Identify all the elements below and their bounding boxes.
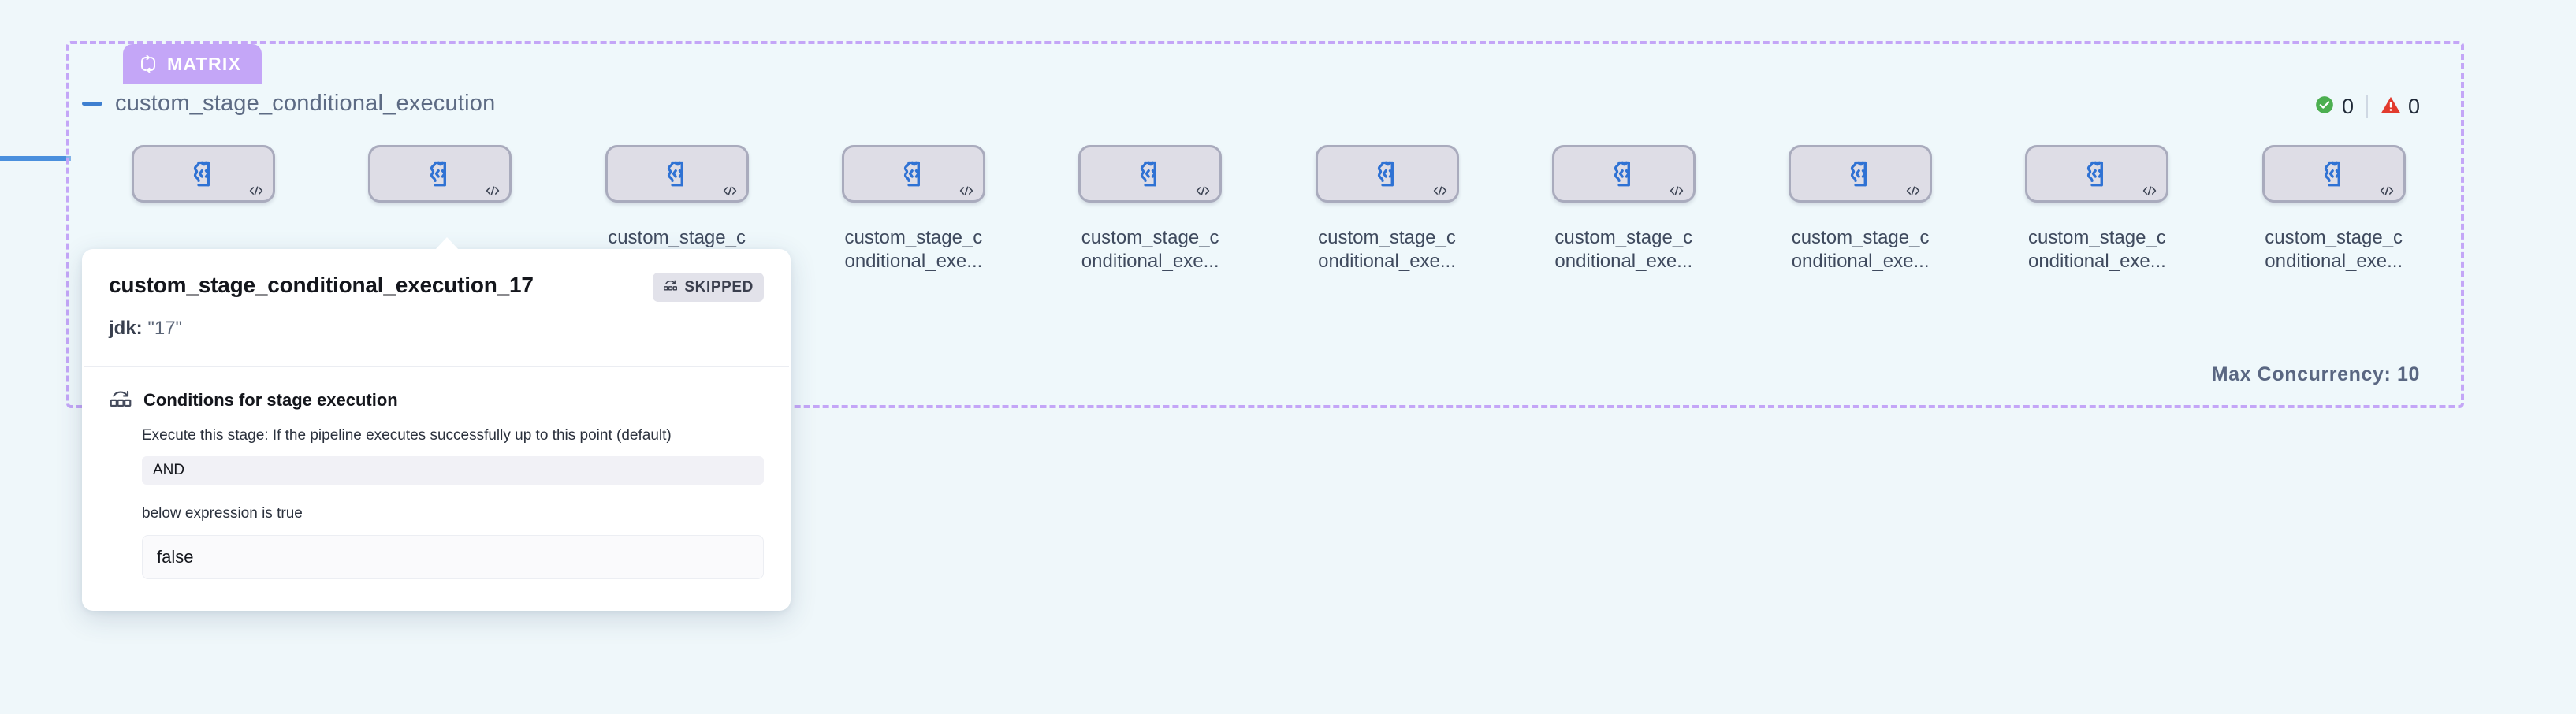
code-step-icon <box>423 158 456 191</box>
status-badge: SKIPPED <box>653 273 764 302</box>
skip-hop-icon <box>663 278 678 296</box>
success-counter[interactable]: 0 <box>2314 95 2354 119</box>
matrix-group-header: custom_stage_conditional_execution <box>69 85 2461 121</box>
minus-collapse-icon <box>82 101 102 106</box>
node-label-line1: custom_stage_c <box>2265 227 2403 248</box>
node-card[interactable] <box>368 145 512 203</box>
node-label-line1: custom_stage_c <box>844 227 983 248</box>
node-label-line2: onditional_exe... <box>2027 251 2166 272</box>
node-card[interactable] <box>605 145 749 203</box>
matrix-node-2: custom_stage_conditional_exe... <box>368 145 512 273</box>
node-card[interactable] <box>1315 145 1459 203</box>
node-card[interactable] <box>841 145 985 203</box>
node-label: custom_stage_c onditional_exe... <box>1789 226 1932 273</box>
code-brackets-icon <box>1432 185 1448 196</box>
code-brackets-icon <box>722 185 738 196</box>
node-label: custom_stage_c onditional_exe... <box>1078 226 1222 273</box>
warning-count: 0 <box>2407 94 2420 118</box>
popover-conditions-section: Conditions for stage execution Execute t… <box>82 367 791 611</box>
code-step-icon <box>187 158 220 191</box>
code-step-icon <box>661 158 694 191</box>
matrix-badge-label: MATRIX <box>167 53 242 74</box>
popover-divider <box>84 366 789 367</box>
success-count: 0 <box>2341 94 2354 118</box>
code-step-icon <box>897 158 930 191</box>
max-concurrency-label: Max Concurrency: 10 <box>2211 363 2420 385</box>
popover-parameter: jdk: "17" <box>109 318 764 340</box>
matrix-node-9: custom_stage_c onditional_exe... <box>2025 145 2169 273</box>
matrix-node-10: custom_stage_c onditional_exe... <box>2261 145 2406 273</box>
node-card[interactable] <box>2025 145 2169 203</box>
status-badge-label: SKIPPED <box>684 278 754 296</box>
node-label: custom_stage_c onditional_exe... <box>2025 226 2168 273</box>
code-brackets-icon <box>2142 185 2157 196</box>
node-label: custom_stage_c onditional_exe... <box>842 226 985 273</box>
node-label-line1: custom_stage_c <box>2028 227 2166 248</box>
code-brackets-icon <box>959 185 974 196</box>
code-step-icon <box>1371 158 1404 191</box>
stage-details-popover: custom_stage_conditional_execution_17 SK… <box>82 237 791 611</box>
code-step-icon <box>2080 158 2113 191</box>
incoming-edge-connector <box>0 156 71 161</box>
node-card[interactable] <box>132 145 275 203</box>
conditions-expression-value[interactable]: false <box>142 534 764 579</box>
code-brackets-icon <box>248 185 264 196</box>
matrix-node-6: custom_stage_c onditional_exe... <box>1315 145 1459 273</box>
code-brackets-icon <box>1195 185 1211 196</box>
node-label-line2: onditional_exe... <box>2265 251 2403 272</box>
node-label: custom_stage_c onditional_exe... <box>2262 226 2406 273</box>
node-label-line2: onditional_exe... <box>1318 251 1456 272</box>
node-label-line1: custom_stage_c <box>1081 227 1219 248</box>
conditions-expression-label: below expression is true <box>142 504 303 522</box>
skip-hop-icon <box>109 388 132 412</box>
node-label-line2: onditional_exe... <box>844 251 983 272</box>
node-card[interactable] <box>1551 145 1696 203</box>
node-label-line2: onditional_exe... <box>1081 251 1219 272</box>
matrix-node-1: custom_stage_conditional_exe... <box>132 145 275 273</box>
popover-parameter-value: "17" <box>147 318 183 339</box>
node-label-line2: onditional_exe... <box>1791 251 1930 272</box>
counter-divider <box>2366 95 2368 118</box>
matrix-node-8: custom_stage_c onditional_exe... <box>1789 145 1933 273</box>
matrix-group-title: custom_stage_conditional_execution <box>115 90 496 116</box>
matrix-node-7: custom_stage_c onditional_exe... <box>1551 145 1696 273</box>
node-label: custom_stage_c onditional_exe... <box>1552 226 1696 273</box>
node-card[interactable] <box>2261 145 2406 203</box>
conditions-execute-line: Execute this stage: If the pipeline exec… <box>142 427 672 444</box>
popover-title: custom_stage_conditional_execution_17 <box>109 273 534 297</box>
popover-parameter-key: jdk: <box>109 318 143 339</box>
code-step-icon <box>1607 158 1640 191</box>
popover-header: custom_stage_conditional_execution_17 SK… <box>82 249 791 366</box>
matrix-node-5: custom_stage_c onditional_exe... <box>1078 145 1223 273</box>
node-label-line1: custom_stage_c <box>1791 227 1930 248</box>
matrix-node-4: custom_stage_c onditional_exe... <box>841 145 985 273</box>
code-step-icon <box>1844 158 1877 191</box>
code-step-icon <box>1134 158 1167 191</box>
code-brackets-icon <box>1669 185 1684 196</box>
code-brackets-icon <box>1905 185 1921 196</box>
warning-triangle-icon <box>2381 95 2401 119</box>
status-counters: 0 0 <box>2314 93 2420 120</box>
check-circle-icon <box>2314 95 2335 119</box>
node-label-line1: custom_stage_c <box>1318 227 1456 248</box>
conditions-operator-field[interactable]: AND <box>142 456 764 485</box>
node-card[interactable] <box>1078 145 1223 203</box>
conditions-heading: Conditions for stage execution <box>143 389 398 410</box>
code-brackets-icon <box>485 185 501 196</box>
warning-counter[interactable]: 0 <box>2381 95 2420 119</box>
code-step-icon <box>2317 158 2351 191</box>
node-label: custom_stage_c onditional_exe... <box>1316 226 1459 273</box>
code-brackets-icon <box>2379 185 2395 196</box>
loop-arrows-icon <box>139 54 158 73</box>
node-label-line2: onditional_exe... <box>1554 251 1693 272</box>
node-label-line1: custom_stage_c <box>1554 227 1693 248</box>
node-label-line1: custom_stage_c <box>608 227 746 248</box>
matrix-badge[interactable]: MATRIX <box>123 44 262 84</box>
collapse-toggle-button[interactable] <box>69 101 115 106</box>
node-card[interactable] <box>1789 145 1933 203</box>
